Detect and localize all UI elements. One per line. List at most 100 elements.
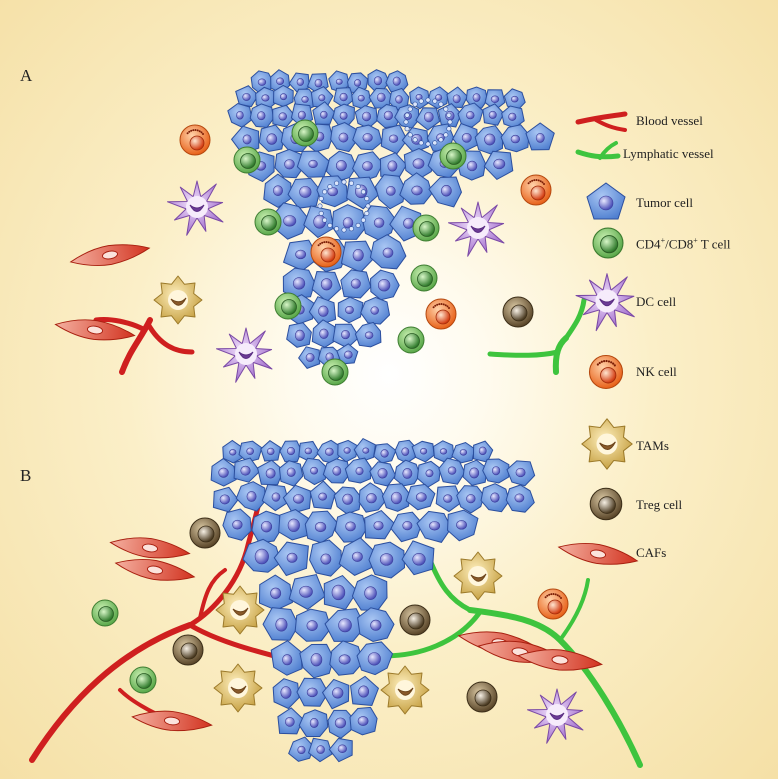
- tumor-cell: [286, 322, 312, 348]
- tumor-cell: [258, 124, 286, 153]
- tumor-cell: [278, 460, 304, 487]
- tumor-cell: [273, 541, 309, 577]
- tumor-cell: [369, 461, 397, 487]
- tumor-cell: [222, 439, 244, 464]
- lymphatic-vessel-a-branch-2: [563, 297, 587, 341]
- tumor-cell: [334, 511, 368, 543]
- lymphatic-vessel-icon: [575, 149, 621, 160]
- lymphatic-vessel-icon-branch: [598, 141, 618, 160]
- tumor-cell: [340, 269, 372, 299]
- tam-cell: [215, 585, 265, 635]
- treg-cell-icon: [589, 487, 623, 521]
- dc-cell: [216, 327, 273, 383]
- tumor-cell: [307, 737, 333, 763]
- tumor-cell: [262, 607, 300, 641]
- tumor-cell: [279, 440, 303, 463]
- blood-vessel-b-branch-3: [198, 568, 227, 620]
- legend-label-tumor-cell: Tumor cell: [636, 195, 693, 210]
- tumor-cell: [296, 150, 330, 178]
- tumor-cell: [301, 457, 328, 486]
- tumor-cell: [308, 296, 337, 326]
- tumor-cell: [483, 150, 514, 181]
- treg-cell: [189, 517, 221, 549]
- tumor-cell: [505, 484, 535, 513]
- tumor-cell: [282, 239, 320, 272]
- nk-cell: [179, 124, 211, 156]
- tumor-cell: [288, 72, 310, 94]
- treg-cell: [502, 296, 534, 328]
- t-cell: [129, 666, 157, 694]
- caf-cell: [131, 710, 213, 732]
- tumor-cell: [309, 480, 336, 510]
- tumor-cell: [338, 537, 375, 576]
- caf-cell: [54, 319, 136, 341]
- tumor-cell: [235, 481, 266, 512]
- tumor-cell: [277, 707, 304, 735]
- caf-cell: [69, 244, 151, 267]
- tam-cell: [153, 275, 203, 325]
- tumor-cell: [354, 105, 378, 129]
- blood-vessel-a-branch-2: [145, 321, 195, 355]
- tumor-cell: [273, 84, 294, 108]
- tumor-cell: [287, 177, 321, 209]
- tumor-cell: [381, 483, 410, 512]
- tumor-cell: [426, 86, 449, 110]
- lymphatic-vessel-a-branch: [487, 349, 561, 358]
- tumor-cell: [263, 173, 292, 209]
- tam-cell: [213, 663, 263, 713]
- treg-cell: [172, 634, 204, 666]
- tumor-cell: [374, 174, 406, 210]
- tumor-cell: [288, 573, 326, 610]
- tumor-cell: [428, 176, 463, 208]
- tumor-cell: [235, 85, 259, 108]
- tumor-cell: [446, 86, 469, 109]
- tumor-cell: [261, 483, 290, 512]
- lysed-tumor-cell-outline: [317, 179, 371, 233]
- tumor-cell: [472, 440, 494, 463]
- tumor-cell: [399, 172, 433, 205]
- legend-label-t-cell: CD4+/CD8+ T cell: [636, 236, 731, 252]
- tumor-cell: [309, 539, 342, 577]
- tumor-cell: [260, 440, 281, 462]
- tumor-cell: [435, 485, 463, 513]
- tumor-cell: [368, 541, 406, 579]
- tumor-cell: [356, 641, 394, 676]
- tumor-cell: [367, 69, 390, 92]
- tumor-cell: [296, 677, 329, 707]
- dc-cell: [527, 688, 584, 744]
- tumor-cell: [385, 70, 409, 94]
- t-cell: [291, 119, 319, 147]
- tumor-cell: [333, 87, 355, 109]
- caf-cell: [517, 649, 603, 671]
- tumor-cell: [222, 508, 252, 541]
- tumor-cell: [438, 457, 466, 485]
- tumor-cell: [298, 709, 329, 738]
- tumor-cell: [336, 343, 359, 365]
- tumor-cell: [227, 102, 253, 128]
- t-cell: [91, 599, 119, 627]
- tumor-cell: [500, 124, 530, 153]
- t-cell-icon: [592, 227, 624, 259]
- tumor-cell: [416, 510, 452, 543]
- nk-cell: [537, 588, 569, 620]
- t-cell: [233, 146, 261, 174]
- tumor-cell: [251, 510, 282, 544]
- tumor-cell: [294, 608, 332, 642]
- tumor-cell: [332, 103, 355, 127]
- tumor-cell: [233, 457, 261, 483]
- tumor-cell: [303, 205, 335, 239]
- tumor-cell: [525, 122, 555, 151]
- tumor-cell: [451, 441, 476, 464]
- tumor-mass-b: [210, 437, 536, 763]
- tumor-cell: [416, 460, 442, 488]
- tumor-cell: [256, 459, 285, 486]
- tumor-cell: [212, 486, 239, 513]
- tumor-cell: [405, 483, 436, 511]
- tumor-cell: [278, 509, 310, 541]
- tumor-cell-icon: [586, 182, 626, 220]
- tumor-cell: [480, 483, 510, 513]
- blood-vessel-b: [29, 622, 193, 763]
- legend-label-nk-cell: NK cell: [636, 364, 677, 379]
- nk-cell: [425, 298, 457, 330]
